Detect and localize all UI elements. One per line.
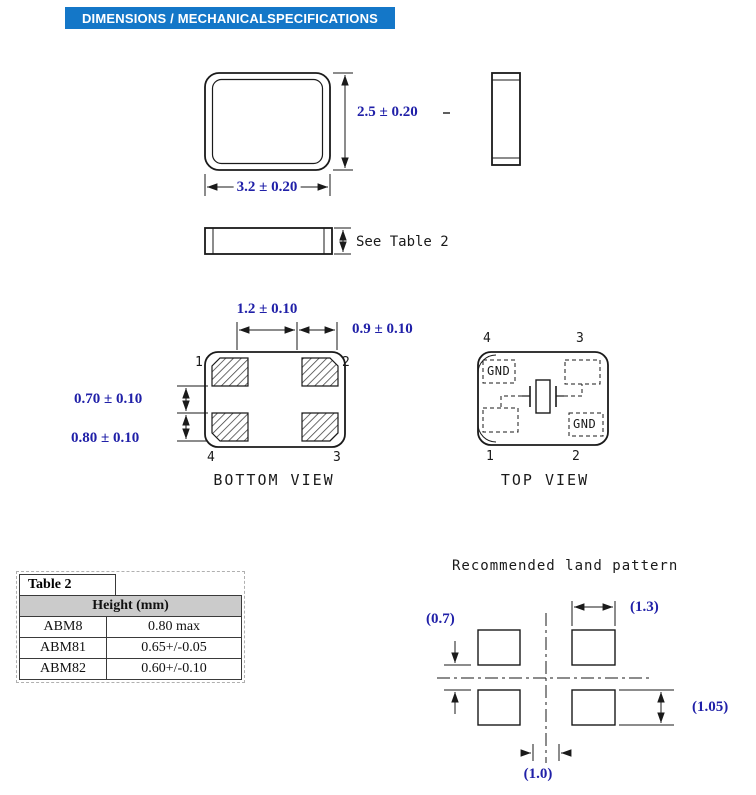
section-title: DIMENSIONS / MECHANICALSPECIFICATIONS <box>81 10 379 26</box>
bottom-view-pin-2: 2 <box>342 355 350 370</box>
land-dim-right: (1.05) <box>692 699 729 715</box>
model-cell: ABM8 <box>19 616 107 638</box>
package-outline-drawing <box>204 72 450 196</box>
model-cell: ABM82 <box>19 658 107 680</box>
table2-title: Table 2 <box>19 574 116 596</box>
crystal-symbol <box>535 379 551 414</box>
table2-header-row: Height (mm) <box>19 595 242 617</box>
dim-pad-height-upper: 0.70 ± 0.10 <box>74 391 143 407</box>
section-header: DIMENSIONS / MECHANICALSPECIFICATIONS <box>65 7 395 29</box>
land-pattern-drawing <box>437 601 674 763</box>
model-cell: ABM81 <box>19 637 107 659</box>
bottom-view-pin-1: 1 <box>195 355 203 370</box>
bottom-view-pin-3: 3 <box>333 450 341 465</box>
top-view-drawing <box>477 351 609 446</box>
top-view-pin-4: 4 <box>483 331 491 346</box>
see-table2-note: See Table 2 <box>356 234 449 250</box>
dim-pad-width: 0.9 ± 0.10 <box>352 321 413 337</box>
bottom-view-pin-4: 4 <box>207 450 215 465</box>
bottom-view-label: BOTTOM VIEW <box>213 471 335 489</box>
gnd-label-bottom: GND <box>573 417 597 431</box>
height-cell: 0.80 max <box>106 616 242 638</box>
table-row: ABM82 0.60+/-0.10 <box>19 658 242 680</box>
land-dim-left: (0.7) <box>426 611 455 627</box>
table-row: ABM81 0.65+/-0.05 <box>19 637 242 659</box>
height-cell: 0.65+/-0.05 <box>106 637 242 659</box>
height-cell: 0.60+/-0.10 <box>106 658 242 680</box>
land-dim-bottom: (1.0) <box>523 766 553 782</box>
package-edge-view-drawing <box>204 227 351 255</box>
land-pattern-title: Recommended land pattern <box>452 558 679 574</box>
gnd-label-top: GND <box>487 364 511 378</box>
table2-column-header: Height (mm) <box>19 595 242 617</box>
package-side-view-drawing <box>491 72 521 166</box>
top-view-pin-3: 3 <box>576 331 584 346</box>
dim-pad-height-lower: 0.80 ± 0.10 <box>71 430 140 446</box>
land-dim-top: (1.3) <box>630 599 659 615</box>
dim-pad-pitch: 1.2 ± 0.10 <box>236 301 298 317</box>
table2: Table 2 Height (mm) ABM8 0.80 max ABM81 … <box>16 571 245 683</box>
dim-package-height: 2.5 ± 0.20 <box>357 104 418 120</box>
table-row: ABM8 0.80 max <box>19 616 242 638</box>
bottom-view-drawing <box>177 322 346 448</box>
top-view-pin-1: 1 <box>486 449 494 464</box>
top-view-label: TOP VIEW <box>500 471 590 489</box>
dim-package-width: 3.2 ± 0.20 <box>233 179 301 196</box>
table2-grid: Height (mm) ABM8 0.80 max ABM81 0.65+/-0… <box>19 595 242 680</box>
top-view-pin-2: 2 <box>572 449 580 464</box>
